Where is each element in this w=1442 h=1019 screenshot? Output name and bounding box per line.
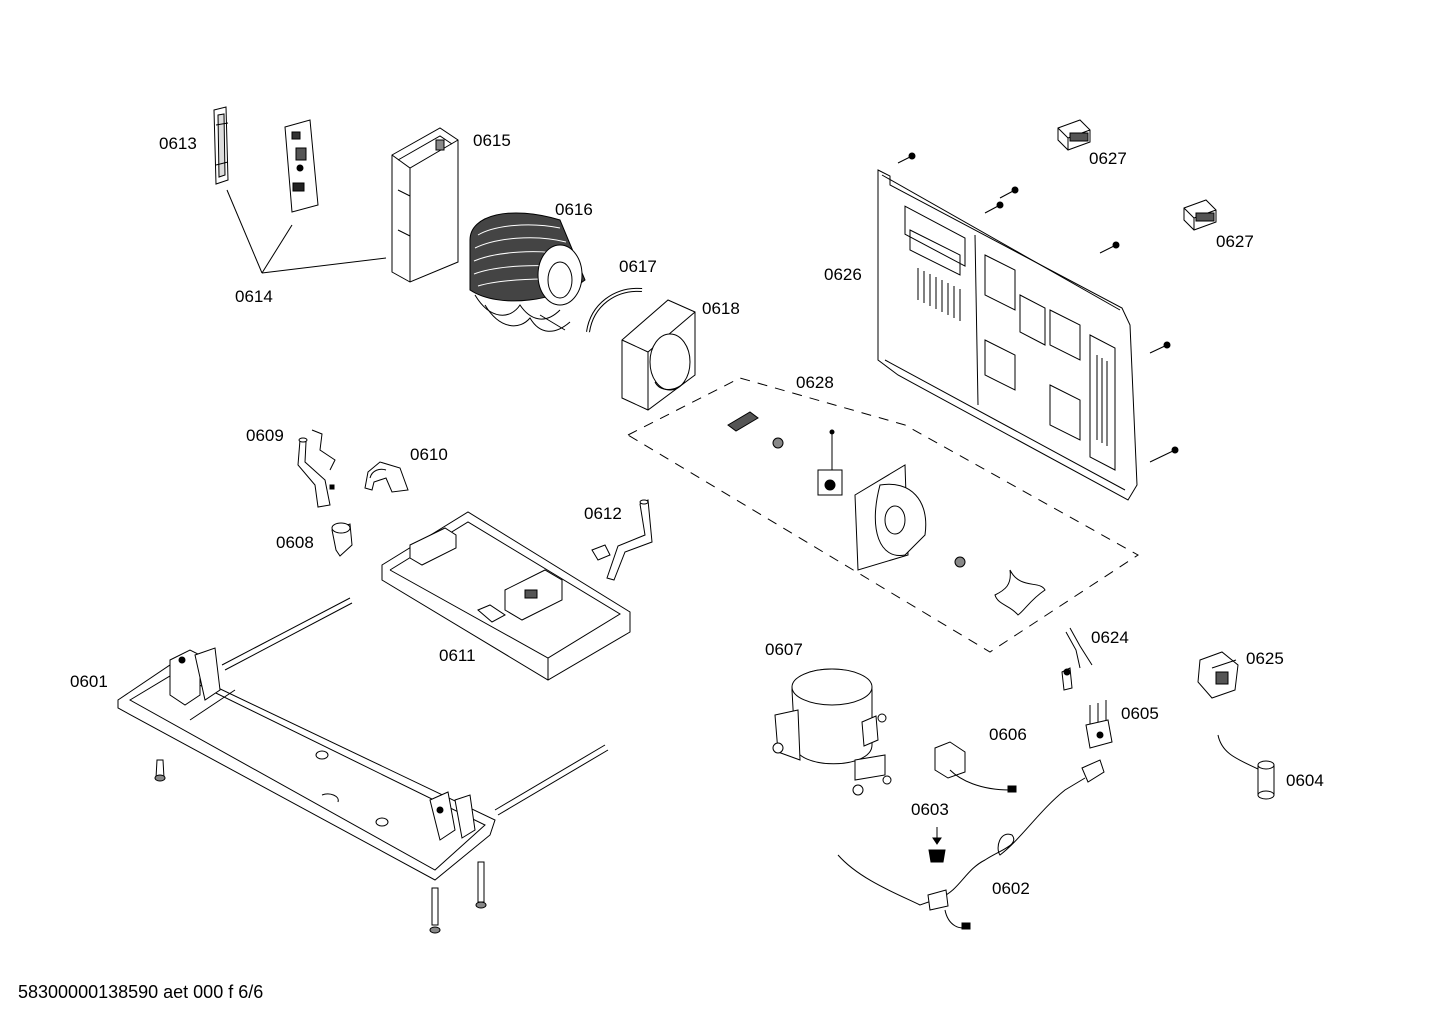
part-0606-relay [935,742,1016,792]
label-0626: 0626 [824,265,862,284]
part-0601-base-frame [118,598,608,880]
label-0609: 0609 [246,426,284,445]
label-0614: 0614 [235,287,273,306]
label-0625: 0625 [1246,649,1284,668]
part-0613-control-strip [214,107,228,184]
part-0616-condenser-coil [470,213,585,331]
part-0603-screw [929,827,945,862]
part-0618-fan-shroud [622,300,695,410]
label-0606: 0606 [989,725,1027,744]
label-0602: 0602 [992,879,1030,898]
document-id-footer: 58300000138590 aet 000 f 6/6 [18,982,264,1002]
part-0607-compressor [773,669,891,795]
part-0612-drain-pipe [592,500,652,580]
part-0611-drip-tray [382,512,630,680]
part-0626-screws [898,153,1178,462]
part-0602-power-cable [838,760,1104,929]
label-0604: 0604 [1286,771,1324,790]
part-0609-drain-pipe [298,430,335,507]
label-0610: 0610 [410,445,448,464]
label-0612: 0612 [584,504,622,523]
label-0624: 0624 [1091,628,1129,647]
part-0614-electronic-board [227,120,386,273]
label-0615: 0615 [473,131,511,150]
part-0615-evaporator-housing [392,128,458,282]
label-0603: 0603 [911,800,949,819]
label-0605: 0605 [1121,704,1159,723]
part-0627-caps [1058,120,1216,230]
label-0608: 0608 [276,533,314,552]
label-0627-top: 0627 [1089,149,1127,168]
label-0613: 0613 [159,134,197,153]
part-0605-connector [1086,700,1112,748]
label-0628: 0628 [796,373,834,392]
part-0628-fan-assembly [728,412,1045,615]
part-0604-capacitor [1218,735,1274,799]
label-0618: 0618 [702,299,740,318]
part-0601-feet [155,760,486,933]
part-0625-relay [1198,652,1238,698]
part-0626-rear-panel [878,170,1137,500]
label-0627-right: 0627 [1216,232,1254,251]
label-0601: 0601 [70,672,108,691]
part-0617-ring-clip [588,290,642,332]
label-0617: 0617 [619,257,657,276]
label-0611: 0611 [439,646,476,665]
part-0628-fan-assembly-outline [628,378,1138,652]
part-0624-sensor [1062,628,1092,690]
label-0607: 0607 [765,640,803,659]
part-0608-plug [332,523,352,556]
label-0616: 0616 [555,200,593,219]
part-0610-clip [365,462,408,492]
